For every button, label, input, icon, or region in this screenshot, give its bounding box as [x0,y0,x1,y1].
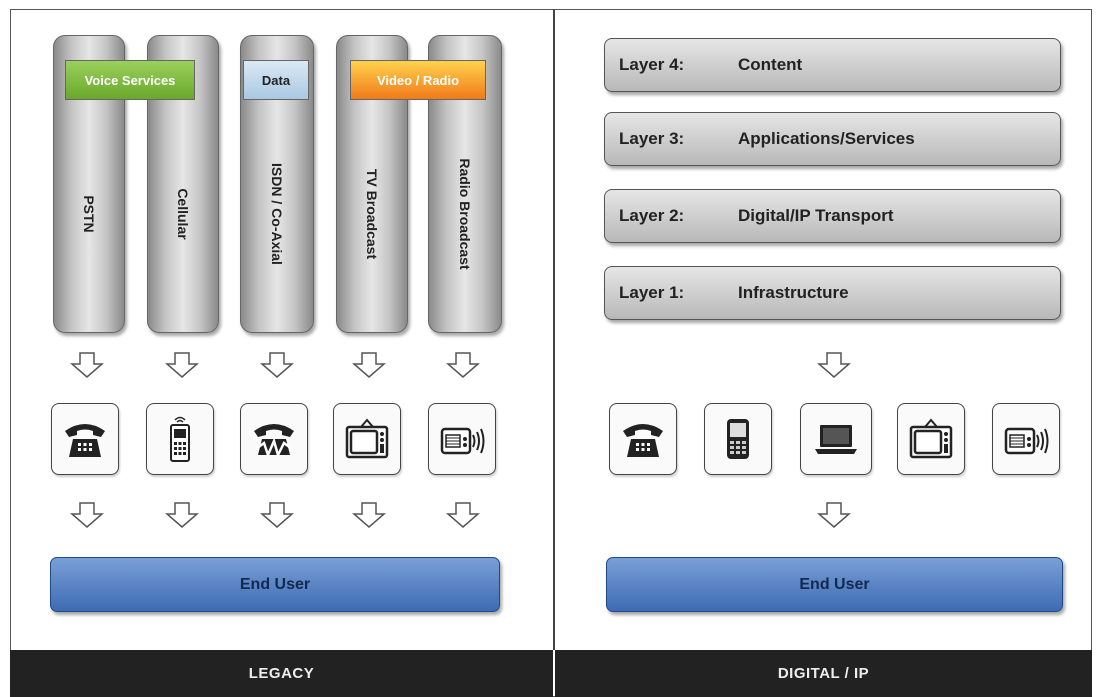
pillar-pstn-label: PSTN [81,195,97,233]
down-arrow-icon [260,352,294,378]
down-arrow-icon [260,502,294,528]
down-arrow-icon [70,502,104,528]
tv-icon [907,415,955,463]
layer-1-label: Infrastructure [738,283,849,302]
digital-footer: DIGITAL / IP [555,650,1092,697]
layer-2-label: Digital/IP Transport [738,206,894,225]
pillar-tv-broadcast-label: TV Broadcast [364,168,380,260]
layer-1-number: Layer 1: [619,283,685,302]
digital-radio-device [992,403,1060,475]
down-arrow-icon [446,352,480,378]
center-divider [553,9,555,650]
digital-smartphone-device [704,403,772,475]
voice-services-tag: Voice Services [65,60,195,100]
down-arrow-icon [165,352,199,378]
digital-tv-device [897,403,965,475]
layer-4-number: Layer 4: [619,55,685,74]
radio-icon [438,415,486,463]
laptop-icon [812,415,860,463]
down-arrow-icon [352,502,386,528]
legacy-cellphone-device [146,403,214,475]
pillar-cellular-label: Cellular [175,188,191,240]
smartphone-icon [714,415,762,463]
digital-laptop-device [800,403,872,475]
layer-4: Layer 4: Content [604,38,1061,92]
down-arrow-icon [817,352,851,378]
legacy-radio-device [428,403,496,475]
layer-3-label: Applications/Services [738,129,915,148]
telephone-icon [61,415,109,463]
down-arrow-icon [70,352,104,378]
down-arrow-icon [817,502,851,528]
modem-icon [250,415,298,463]
pillar-isdn-label: ISDN / Co-Axial [269,163,285,265]
layer-2-number: Layer 2: [619,206,685,225]
down-arrow-icon [352,352,386,378]
layer-3: Layer 3: Applications/Services [604,112,1061,166]
digital-telephone-device [609,403,677,475]
tv-icon [343,415,391,463]
layer-4-label: Content [738,55,803,74]
legacy-modem-device [240,403,308,475]
data-tag: Data [243,60,309,100]
legacy-telephone-device [51,403,119,475]
video-radio-tag: Video / Radio [350,60,486,100]
layer-1: Layer 1: Infrastructure [604,266,1061,320]
layer-2: Layer 2: Digital/IP Transport [604,189,1061,243]
cellphone-icon [156,415,204,463]
telephone-icon [619,415,667,463]
legacy-end-user: End User [50,557,500,612]
down-arrow-icon [165,502,199,528]
digital-end-user: End User [606,557,1063,612]
pillar-radio-broadcast-label: Radio Broadcast [457,158,473,270]
legacy-footer: LEGACY [10,650,553,697]
legacy-tv-device [333,403,401,475]
layer-3-number: Layer 3: [619,129,685,148]
down-arrow-icon [446,502,480,528]
radio-icon [1002,415,1050,463]
